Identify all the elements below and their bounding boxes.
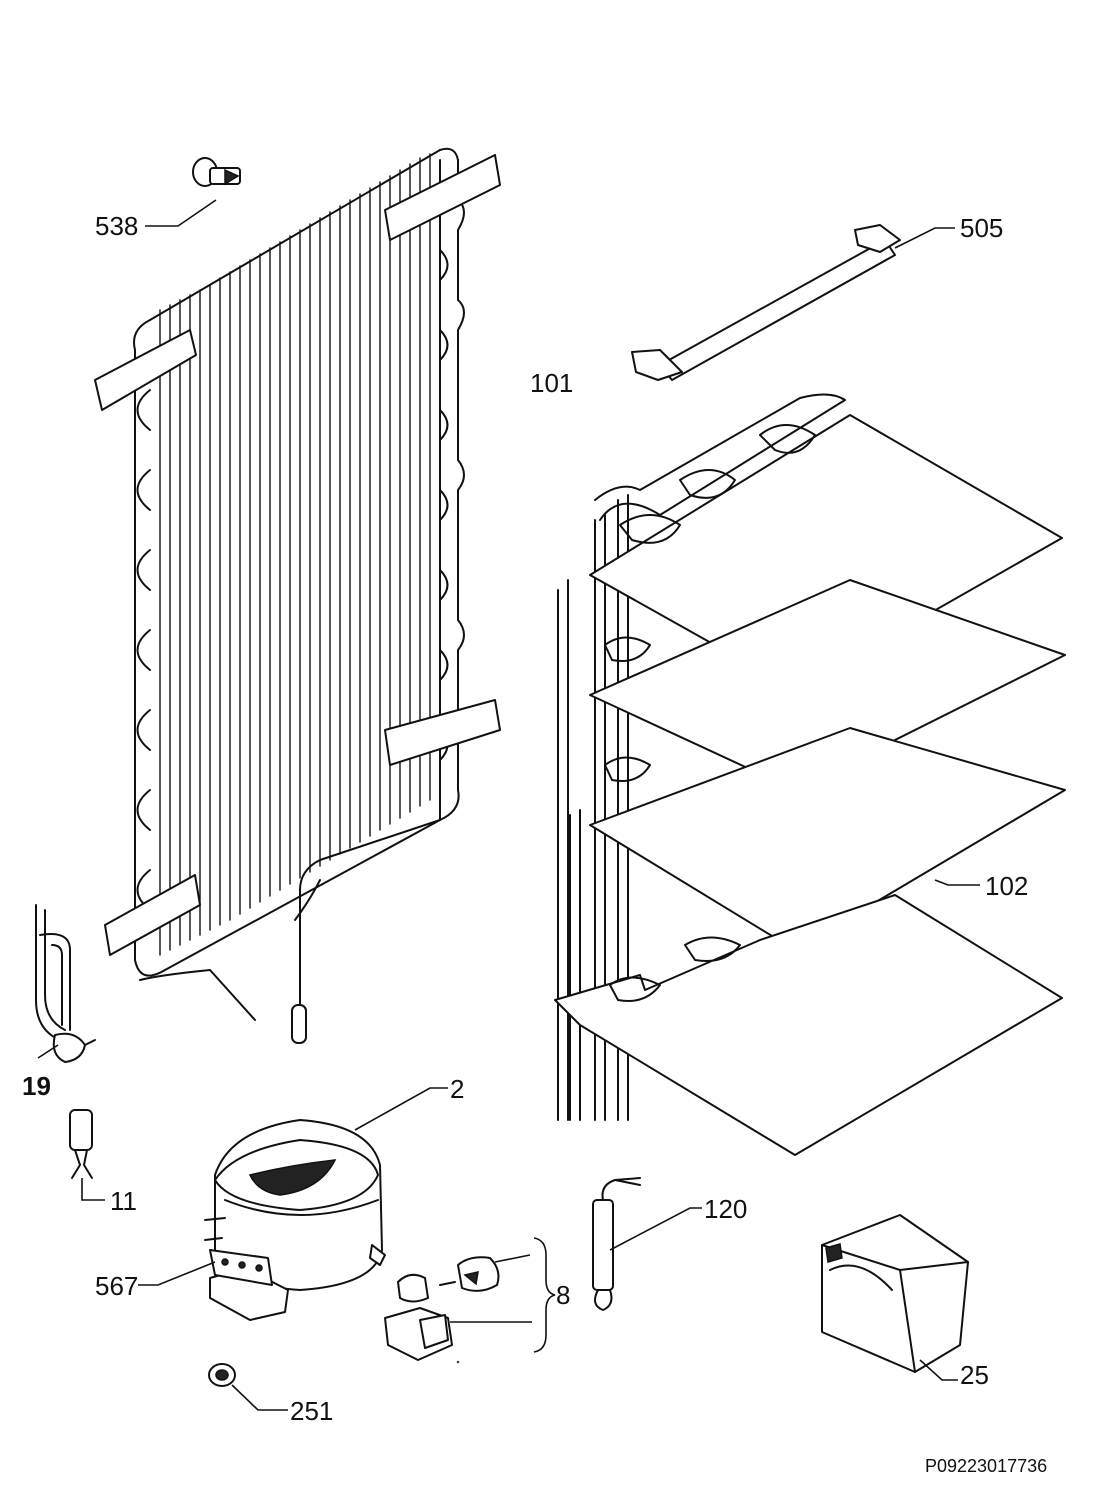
power-cable-19 [35,904,96,1063]
label-8: 8 [556,1280,571,1310]
label-19: 19 [22,1071,51,1101]
drawing-code: P09223017736 [925,1456,1048,1476]
relay-group-8 [384,1237,556,1361]
label-25: 25 [960,1360,989,1390]
label-120: 120 [704,1194,748,1224]
label-102: 102 [985,871,1029,901]
thermostat-120 [592,1177,702,1311]
label-251: 251 [290,1396,334,1426]
clip-538 [145,157,241,227]
cover-25 [821,1214,969,1381]
compressor-2 [204,1087,448,1321]
label-567: 567 [95,1271,139,1301]
label-2: 2 [450,1074,465,1104]
label-11: 11 [110,1186,137,1216]
evaporator-102 [554,393,1066,1156]
bar-505 [631,224,955,381]
terminal-11 [69,1109,105,1201]
stray-dot [456,1360,460,1364]
condenser-101 [94,147,501,1044]
label-538: 538 [95,211,139,241]
label-101: 101 [530,368,574,398]
bracket-567 [138,1249,273,1286]
label-505: 505 [960,213,1004,243]
nut-251 [208,1363,288,1411]
